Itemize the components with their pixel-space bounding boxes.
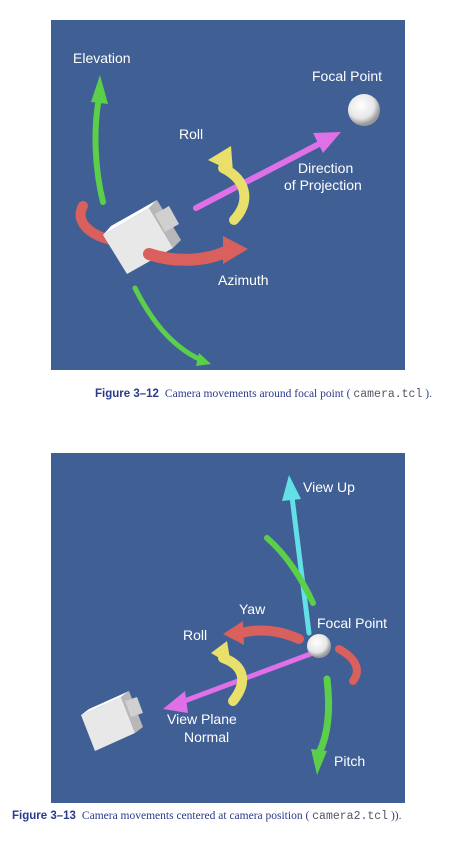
figure2-caption-code: camera2.tcl <box>312 810 389 823</box>
roll-arrow-icon-2 <box>211 641 248 706</box>
focal-point-label-2: Focal Point <box>317 615 388 631</box>
figure1-caption: Figure 3–12 Camera movements around focal… <box>95 388 432 401</box>
yaw-back-arrow-icon <box>335 645 361 685</box>
view-up-rotate-arrow-icon <box>264 535 316 606</box>
view-plane-label-line1: View Plane <box>167 711 237 727</box>
view-up-arrow-icon <box>282 475 312 636</box>
view-up-label: View Up <box>303 479 355 495</box>
direction-label-line2: of Projection <box>284 177 362 193</box>
roll-label: Roll <box>179 126 204 142</box>
pitch-label: Pitch <box>334 753 366 769</box>
figure2-number: Figure 3–13 <box>12 810 76 822</box>
figure2-illustration <box>81 475 361 775</box>
focal-point-sphere-icon <box>348 94 380 126</box>
figure-camera-movements-camera-position: View Up Yaw Focal Point Roll View Plane … <box>51 453 405 803</box>
yaw-arrow-icon <box>223 621 304 645</box>
azimuth-label: Azimuth <box>218 272 269 288</box>
azimuth-arrow-icon <box>143 236 248 266</box>
roll-arrow-icon <box>208 146 250 225</box>
figure2-caption-text: Camera movements centered at camera posi… <box>81 810 310 822</box>
figure1-illustration <box>75 75 380 366</box>
focal-point-sphere-icon-2 <box>307 634 331 658</box>
figure1-caption-end: ). <box>425 388 432 400</box>
pitch-arrow-icon <box>311 675 333 775</box>
roll-label-2: Roll <box>183 627 208 643</box>
direction-label-line1: Direction <box>298 160 354 176</box>
figure-camera-movements-focal-point: Elevation Focal Point Roll Direction of … <box>51 20 405 370</box>
elevation-label: Elevation <box>73 50 131 66</box>
elevation-lower-arrow-icon <box>132 285 211 366</box>
view-plane-label-line2: Normal <box>184 729 230 745</box>
yaw-label: Yaw <box>239 601 266 617</box>
figure1-caption-text: Camera movements around focal point ( <box>164 388 351 400</box>
figure1-caption-code: camera.tcl <box>353 388 423 401</box>
focal-point-label: Focal Point <box>312 68 383 84</box>
direction-of-projection-arrow-icon <box>193 132 341 211</box>
camera-icon-2 <box>81 691 143 751</box>
figure1-number: Figure 3–12 <box>95 388 159 400</box>
elevation-arrow-icon <box>91 75 108 205</box>
figure2-caption-end: )). <box>390 810 402 822</box>
figure2-caption: Figure 3–13 Camera movements centered at … <box>12 810 402 823</box>
